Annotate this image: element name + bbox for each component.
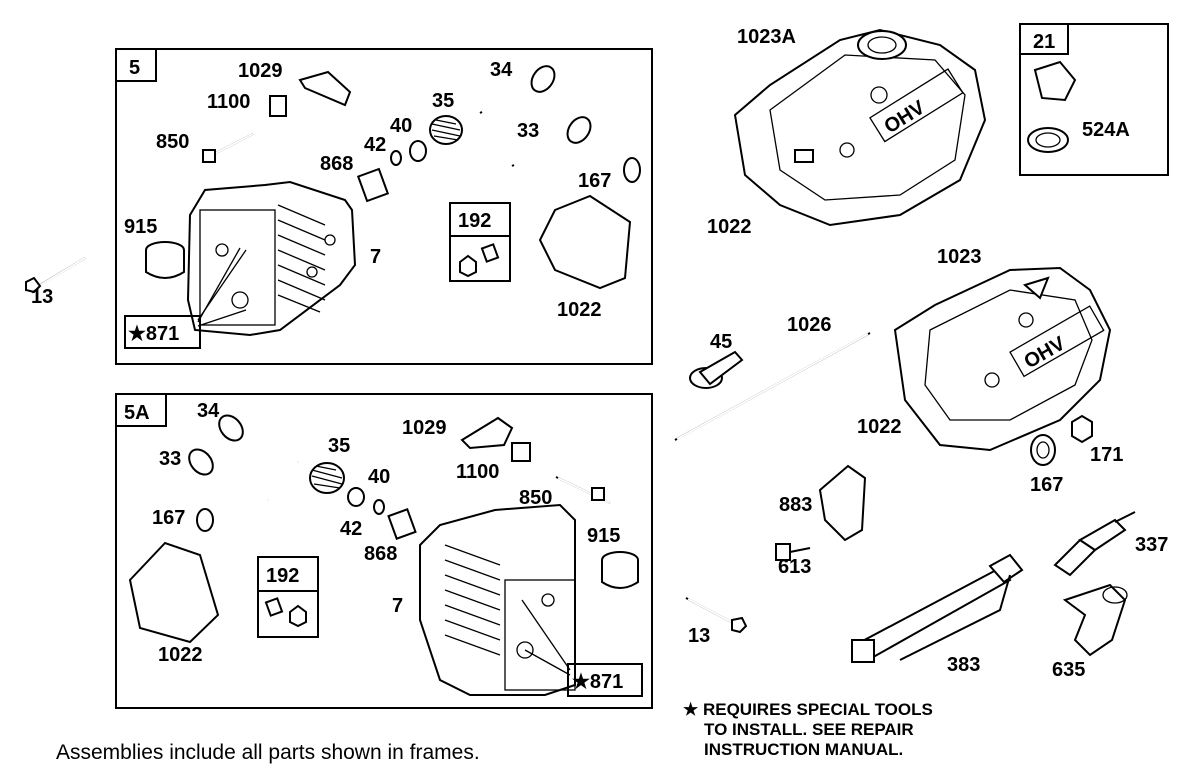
frame-21-tag: 21 [1033,31,1055,53]
valve-33-5a-part [188,448,269,502]
frame-5a-192-box [257,556,319,638]
label-383: 383 [947,654,980,676]
label-524a: 524A [1082,119,1130,141]
note-line-1: ★ REQUIRES SPECIAL TOOLS [683,700,933,719]
plug-boot-part [1062,583,1128,657]
label-5a-1022: 1022 [158,644,203,666]
nut-171-part [1071,414,1093,444]
valve-seat-part [145,241,185,279]
seal-ring-part [623,157,641,183]
valve-guide-part [356,167,390,203]
cylinder-head-5a-part [419,503,576,696]
label-5a-7: 7 [392,595,403,617]
label-5a-33: 33 [159,448,181,470]
label-171: 171 [1090,444,1123,466]
label-13-left: 13 [31,286,53,308]
label-13-right: 13 [688,625,710,647]
valve-spring-5a-part [309,462,345,494]
valve-cover-1023-part: OHV [893,266,1112,452]
label-1029: 1029 [238,60,283,82]
label-871: ★871 [128,323,179,345]
note-line-3: INSTRUCTION MANUAL. [704,740,904,759]
label-1100: 1100 [207,91,250,113]
label-5a-871: ★871 [572,671,623,693]
label-5a-1029: 1029 [402,417,447,439]
stud-5a-part [555,476,611,504]
label-1023: 1023 [937,246,982,268]
label-1023a: 1023A [737,26,796,48]
lock-block-5a-part [511,442,531,462]
label-35: 35 [432,90,454,112]
label-5a-42: 42 [340,518,362,540]
push-rod-part [674,332,871,441]
valve-guide-5a-part [387,508,417,540]
valve-cover-1023a-part: OHV [733,28,987,227]
label-1022: 1022 [557,299,602,321]
label-167: 167 [578,170,611,192]
bolt-13-left-part [25,257,86,294]
valve-seat-5a-part [601,551,639,589]
label-5a-850: 850 [519,487,552,509]
rocker-45-part [689,350,744,389]
label-1026: 1026 [787,314,832,336]
label-613: 613 [778,556,811,578]
label-5a-915: 915 [587,525,620,547]
frame-21 [1019,23,1169,176]
gasket-5a-part [128,541,220,644]
spark-plug-part [1053,511,1136,577]
rocker-arm-5a-part [460,416,514,450]
label-915: 915 [124,216,157,238]
stud-part [202,133,254,163]
special-tools-note: ★ REQUIRES SPECIAL TOOLS TO INSTALL. SEE… [683,700,933,760]
label-883: 883 [779,494,812,516]
retainer-5a-part [373,499,385,515]
label-5a-40: 40 [368,466,390,488]
washer-part [409,140,427,162]
frame-5-tag: 5 [129,57,140,79]
label-5a-35: 35 [328,435,350,457]
label-167-right: 167 [1030,474,1063,496]
label-34: 34 [490,59,513,81]
seal-167-part [1030,434,1056,466]
valve-spring-part [429,115,463,145]
label-635: 635 [1052,659,1085,681]
footer-note: Assemblies include all parts shown in fr… [56,741,480,764]
label-5a-868: 868 [364,543,397,565]
rocker-arm-part [298,70,352,107]
label-850: 850 [156,131,189,153]
frame-5a: 5A [115,393,653,709]
washer-5a-part [347,487,365,507]
label-33: 33 [517,120,539,142]
label-1022-mid: 1022 [857,416,902,438]
label-40: 40 [390,115,412,137]
seal-ring-5a-part [196,508,214,532]
lock-block-part [269,95,287,117]
frame-5: 5 [115,48,653,365]
valve-34-5a-part [218,414,299,464]
label-7: 7 [370,246,381,268]
label-42: 42 [364,134,386,156]
label-5a-1100: 1100 [456,461,499,483]
label-1022-top: 1022 [707,216,752,238]
label-5a-167: 167 [152,507,185,529]
frame-5-192-box [449,202,511,282]
label-5a-192: 192 [266,565,299,587]
bolt-613-part [775,543,811,561]
valve-34-part [479,65,556,114]
label-45: 45 [710,331,732,353]
valve-33-part [511,116,592,167]
frame-5a-tag: 5A [124,402,150,424]
label-192: 192 [458,210,491,232]
bolt-13-right-part [685,597,748,634]
label-868: 868 [320,153,353,175]
cylinder-head-part [186,180,357,337]
gasket-883-part [818,464,867,542]
label-5a-34: 34 [197,400,220,422]
note-line-2: TO INSTALL. SEE REPAIR [704,720,914,739]
label-337: 337 [1135,534,1168,556]
tool-383-part [851,553,1024,663]
gasket-part [538,194,632,290]
retainer-part [390,150,402,166]
